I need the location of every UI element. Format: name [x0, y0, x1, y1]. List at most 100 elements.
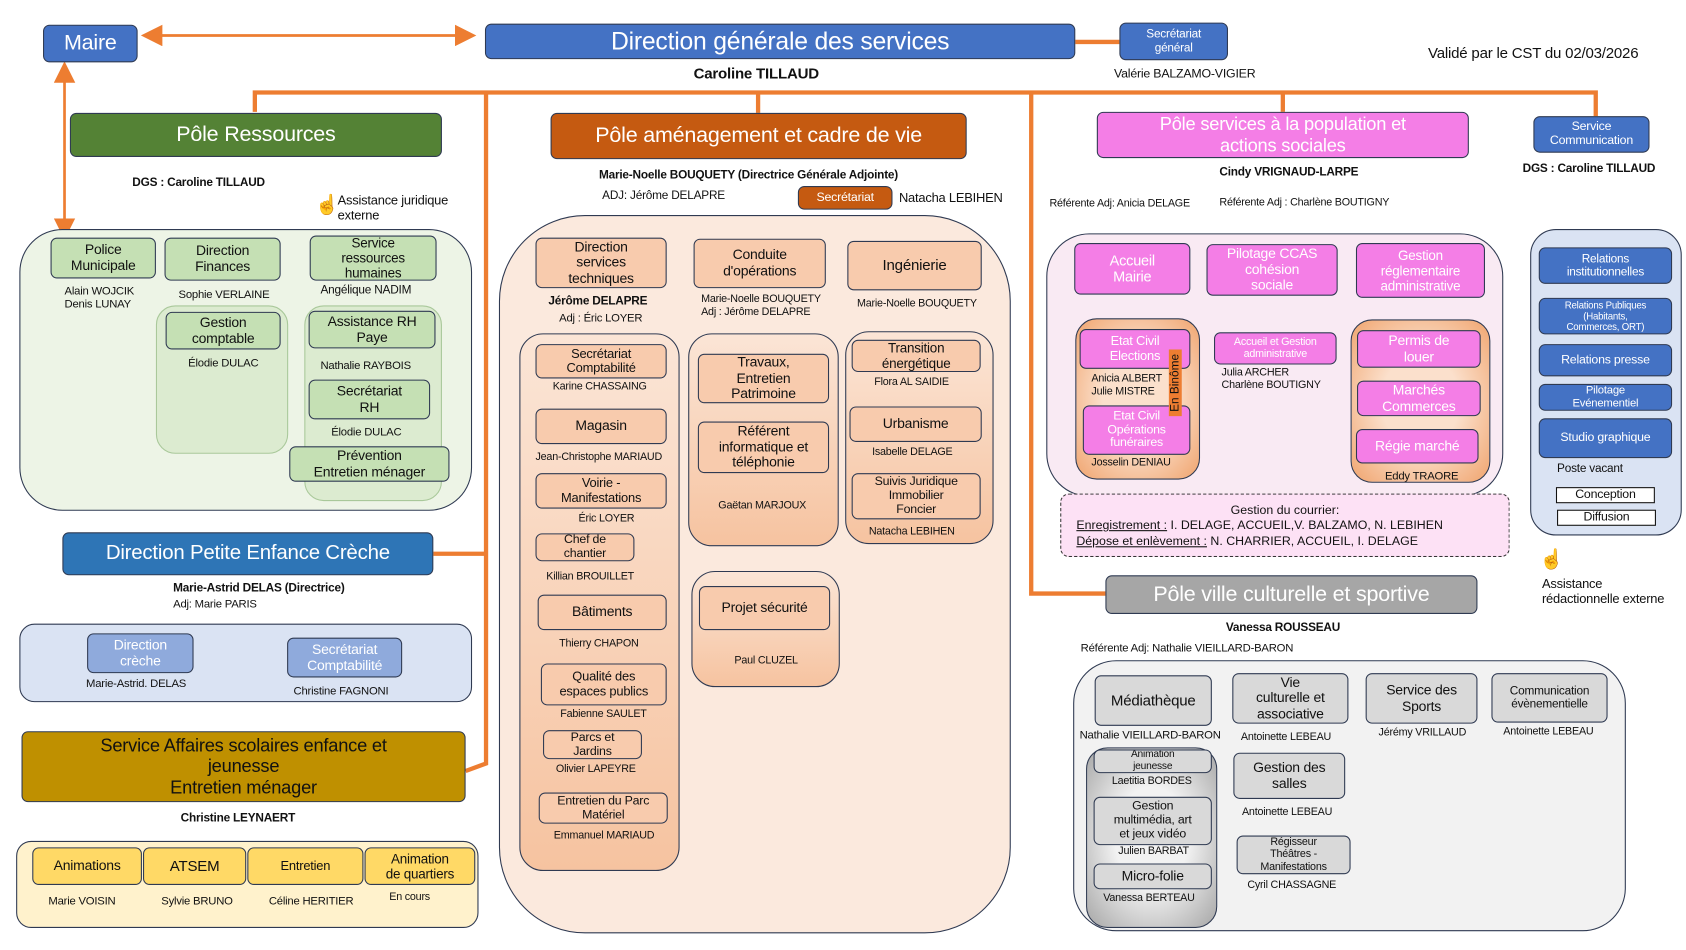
unit-regie-marche[interactable]: Régie marché	[1355, 429, 1479, 464]
culture-director: Vanessa ROUSSEAU	[1225, 621, 1341, 635]
communication-evenementielle-name: Antoinette LEBEAU	[1503, 725, 1594, 738]
unit-mediatheque[interactable]: Médiathèque	[1094, 675, 1212, 726]
amenagement-secretariat-box[interactable]: Secrétariat	[797, 186, 893, 210]
unit-voirie-manifestations[interactable]: Voirie - Manifestations	[535, 473, 667, 509]
poste-vacant: Poste vacant	[1557, 462, 1623, 476]
unit-gestion-reglementaire[interactable]: Gestion réglementaire administrative	[1355, 243, 1485, 298]
unit-vie-culturelle[interactable]: Vie culturelle et associative	[1232, 673, 1349, 724]
unit-service-rh[interactable]: Service ressources humaines	[309, 235, 437, 281]
unit-service-sports[interactable]: Service des Sports	[1365, 673, 1478, 724]
unit-ingenierie[interactable]: Ingénierie	[847, 240, 982, 291]
unit-gestion-salles[interactable]: Gestion des salles	[1233, 752, 1346, 799]
unit-police-municipale[interactable]: Police Municipale	[50, 237, 156, 279]
parc-materiel-name: Emmanuel MARIAUD	[553, 830, 655, 842]
gestion-comptable-name: Élodie DULAC	[188, 356, 259, 370]
animations-name: Marie VOISIN	[48, 894, 116, 908]
culture-referente: Référente Adj: Nathalie VIEILLARD-BARON	[1080, 641, 1294, 655]
unit-micro-folie[interactable]: Micro-folie	[1093, 863, 1212, 890]
magasin-name: Jean-Christophe MARIAUD	[535, 451, 663, 464]
unit-direction-services-techniques[interactable]: Direction services techniques	[535, 237, 667, 289]
unit-marches-commerces[interactable]: Marchés Commerces	[1357, 380, 1481, 417]
maire-box[interactable]: Maire	[43, 24, 138, 63]
service-communication-box[interactable]: Service Communication	[1533, 116, 1650, 153]
atsem-name: Sylvie BRUNO	[161, 894, 233, 908]
unit-gestion-comptable[interactable]: Gestion comptable	[165, 311, 281, 350]
unit-accueil-mairie[interactable]: Accueil Mairie	[1074, 243, 1191, 295]
secretariat-general-name: Valérie BALZAMO-VIGIER	[1114, 67, 1256, 81]
unit-secretariat-comptabilite-creche[interactable]: Secrétariat Comptabilité	[287, 637, 403, 678]
pole-amenagement-title[interactable]: Pôle aménagement et cadre de vie	[550, 112, 967, 160]
unit-parcs-jardins[interactable]: Parcs et Jardins	[543, 730, 642, 760]
accueil-gestion-names: Julia ARCHER Charlène BOUTIGNY	[1221, 366, 1321, 391]
petite-enfance-title[interactable]: Direction Petite Enfance Crèche	[62, 532, 434, 576]
assistance-rh-name: Nathalie RAYBOIS	[320, 359, 411, 373]
unit-relations-publiques[interactable]: Relations Publiques (Habitants, Commerce…	[1538, 297, 1673, 335]
transition-name: Flora AL SAIDIE	[874, 376, 949, 389]
unit-permis-louer[interactable]: Permis de louer	[1357, 330, 1481, 368]
left-bus	[464, 92, 489, 774]
unit-direction-creche[interactable]: Direction crèche	[87, 633, 194, 674]
pole-culture-title[interactable]: Pôle ville culturelle et sportive	[1105, 575, 1478, 614]
pole-population-title[interactable]: Pôle services à la population et actions…	[1096, 111, 1469, 159]
pole-ressources-title[interactable]: Pôle Ressources	[69, 112, 442, 157]
entretien-name: Céline HERITIER	[268, 894, 354, 908]
enregistrement-label: Enregistrement :	[1076, 519, 1168, 533]
gestion-courrier-box: Gestion du courrier:Enregistrement : I. …	[1060, 493, 1510, 558]
unit-diffusion[interactable]: Diffusion	[1557, 509, 1656, 526]
unit-entretien-parc-materiel[interactable]: Entretien du Parc Matériel	[538, 792, 668, 824]
regie-marche-name: Eddy TRAORE	[1384, 469, 1459, 483]
funeraires-name: Josselin DENIAU	[1091, 457, 1171, 469]
population-referente-1: Référente Adj: Anicia DELAGE	[1049, 197, 1190, 210]
unit-relations-presse[interactable]: Relations presse	[1538, 344, 1673, 377]
unit-prevention-entretien[interactable]: Prévention Entretien ménager	[289, 446, 450, 482]
courrier-title: Gestion du courrier:	[1230, 504, 1340, 518]
unit-projet-securite[interactable]: Projet sécurité	[698, 586, 831, 631]
unit-communication-evenementielle[interactable]: Communication évènementielle	[1491, 673, 1608, 723]
unit-travaux-entretien-patrimoine[interactable]: Travaux, Entretien Patrimoine	[697, 353, 830, 404]
service-affaires-scolaires-title[interactable]: Service Affaires scolaires enfance et je…	[21, 731, 466, 803]
amenagement-secretariat-name: Natacha LEBIHEN	[898, 190, 1003, 206]
unit-secretariat-comptabilite[interactable]: Secrétariat Comptabilité	[535, 344, 667, 379]
unit-etat-civil-funeraires[interactable]: Etat Civil Opérations funéraires	[1082, 405, 1191, 455]
en-binome-label: En Binôme	[1168, 349, 1182, 417]
unit-suivis-juridique[interactable]: Suivis Juridique Immobilier Foncier	[851, 473, 981, 520]
unit-regisseur-theatres[interactable]: Régisseur Théâtres - Manifestations	[1236, 835, 1351, 875]
unit-assistance-rh-paye[interactable]: Assistance RH Paye	[308, 310, 436, 349]
secretariat-general-box[interactable]: Secrétariat général	[1119, 22, 1228, 61]
unit-animation-quartiers[interactable]: Animation de quartiers	[364, 847, 476, 885]
unit-accueil-gestion-administrative[interactable]: Accueil et Gestion administrative	[1214, 332, 1337, 365]
unit-conduite-operations[interactable]: Conduite d'opérations	[693, 238, 826, 289]
unit-transition-energetique[interactable]: Transition énergétique	[851, 339, 981, 373]
creche-secretariat-name: Christine FAGNONI	[293, 684, 389, 698]
unit-conception[interactable]: Conception	[1555, 487, 1655, 504]
unit-gestion-multimedia[interactable]: Gestion multimédia, art et jeux vidéo	[1093, 796, 1212, 846]
unit-magasin[interactable]: Magasin	[535, 408, 667, 445]
unit-chef-chantier[interactable]: Chef de chantier	[535, 533, 635, 562]
dgs-title-box[interactable]: Direction générale des services	[484, 23, 1076, 60]
unit-secretariat-rh[interactable]: Secrétariat RH	[308, 379, 431, 420]
projet-securite-name: Paul CLUZEL	[734, 654, 798, 667]
unit-urbanisme[interactable]: Urbanisme	[849, 406, 982, 442]
unit-studio-graphique[interactable]: Studio graphique	[1538, 418, 1673, 459]
unit-batiments[interactable]: Bâtiments	[537, 594, 667, 631]
finances-name: Sophie VERLAINE	[178, 288, 270, 302]
ressources-assistance-label: Assistance juridique externe	[337, 192, 449, 223]
secretariat-comptabilite-name: Karine CHASSAING	[552, 380, 647, 393]
unit-animations[interactable]: Animations	[32, 847, 142, 885]
amenagement-adjoint: ADJ: Jérôme DELAPRE	[602, 189, 725, 203]
unit-pilotage-evenementiel[interactable]: Pilotage Evénementiel	[1538, 383, 1673, 411]
animation-jeunesse-name: Laetitia BORDES	[1111, 775, 1192, 788]
unit-entretien[interactable]: Entretien	[247, 847, 364, 885]
unit-relations-institutionnelles[interactable]: Relations institutionnelles	[1538, 247, 1673, 284]
sports-name: Jérémy VRILLAUD	[1378, 726, 1467, 739]
unit-direction-finances[interactable]: Direction Finances	[164, 237, 281, 281]
unit-atsem[interactable]: ATSEM	[143, 847, 247, 885]
chef-chantier-name: Killian BROUILLET	[546, 570, 635, 583]
unit-qualite-espaces-publics[interactable]: Qualité des espaces publics	[540, 663, 667, 706]
unit-pilotage-ccas[interactable]: Pilotage CCAS cohésion sociale	[1206, 244, 1338, 296]
unit-animation-jeunesse[interactable]: Animation jeunesse	[1093, 749, 1212, 774]
suivis-juridique-name: Natacha LEBIHEN	[868, 525, 955, 538]
unit-referent-informatique[interactable]: Référent informatique et téléphonie	[697, 421, 830, 474]
multimedia-name: Julien BARBAT	[1118, 845, 1189, 858]
